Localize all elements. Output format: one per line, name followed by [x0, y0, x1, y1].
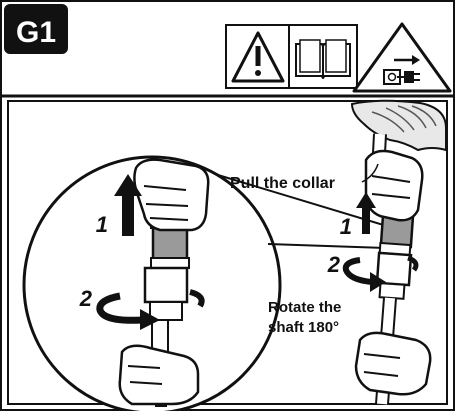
rotate-label-line1: Rotate the — [268, 299, 341, 316]
left-upper-hand — [133, 158, 210, 232]
right-rotate-arrow — [342, 255, 419, 292]
step-badge: G1 — [4, 4, 68, 54]
left-lower-hand — [118, 344, 200, 406]
pull-collar-label: Pull the collar — [230, 175, 335, 192]
right-step2-number: 2 — [327, 252, 341, 277]
left-collar — [151, 226, 189, 264]
unplug-power-icon — [352, 22, 452, 93]
step-badge-label: G1 — [16, 16, 56, 49]
warning-triangle-icon — [231, 31, 285, 83]
pull-collar-leader — [361, 163, 379, 183]
read-manual-icon — [295, 39, 351, 79]
left-pull-arrow — [114, 174, 142, 236]
left-rotate-arrow — [96, 289, 205, 330]
right-pull-arrow — [356, 192, 376, 234]
trimmer-head — [350, 99, 447, 152]
right-upper-hand — [364, 149, 424, 222]
right-lower-hand — [354, 331, 432, 396]
rotate-label-line2: shaft 180° — [268, 319, 339, 336]
right-step1-number: 1 — [340, 214, 352, 239]
left-step1-number: 1 — [96, 212, 108, 237]
left-step2-number: 2 — [79, 286, 93, 311]
